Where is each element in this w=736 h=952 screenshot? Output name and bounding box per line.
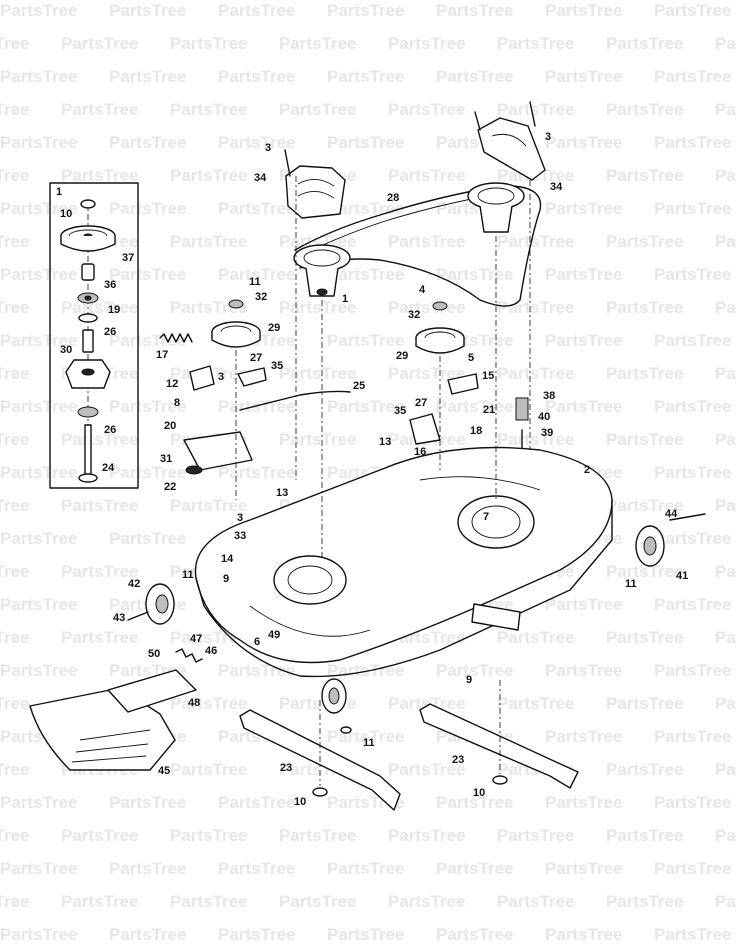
blade-right [419, 703, 579, 789]
callout-label: 37 [122, 252, 135, 264]
callout-label: 17 [156, 349, 169, 361]
callout-label: 31 [160, 453, 173, 465]
callout-label: 5 [468, 352, 475, 364]
callout-label: 35 [394, 405, 407, 417]
callout-label: 36 [104, 279, 117, 291]
callout-label: 50 [148, 648, 161, 660]
discharge-chute [29, 648, 203, 771]
callout-label: 35 [271, 360, 284, 372]
callout-label: 48 [188, 697, 201, 709]
callout-label: 11 [182, 569, 194, 581]
callout-label: 3 [218, 371, 225, 383]
callout-label: 45 [158, 765, 171, 777]
callout-label: 18 [470, 425, 483, 437]
callout-label: 10 [294, 796, 307, 808]
callout-label: 3 [237, 512, 244, 524]
callout-label: 38 [543, 390, 556, 402]
callout-label: 15 [482, 370, 495, 382]
front-wheel-left [145, 583, 175, 625]
callout-label: 16 [414, 446, 427, 458]
callout-label: 13 [379, 436, 392, 448]
callout-label: 26 [104, 326, 117, 338]
callout-label: 22 [164, 481, 177, 493]
callout-label: 1 [342, 293, 349, 305]
callout-label: 10 [60, 208, 73, 220]
idler-pulley-right [415, 301, 465, 354]
callout-label: 19 [108, 304, 121, 316]
pulley-right [467, 182, 525, 233]
callout-label: 12 [166, 378, 179, 390]
callout-label: 8 [174, 397, 181, 409]
callout-label: 28 [387, 192, 400, 204]
callout-label: 3 [265, 142, 272, 154]
callout-label: 27 [415, 397, 428, 409]
callout-label: 39 [541, 427, 554, 439]
callout-label: 42 [128, 578, 141, 590]
mower-deck [194, 446, 613, 678]
callout-label: 30 [60, 344, 73, 356]
callout-label: 2 [584, 464, 591, 476]
callout-label: 10 [473, 787, 486, 799]
callout-label: 11 [625, 578, 637, 590]
callout-label: 6 [254, 636, 261, 648]
belt-cover-left [284, 149, 346, 219]
callout-label: 33 [234, 530, 247, 542]
belt-cover-right [474, 101, 546, 181]
front-wheel-right [635, 525, 665, 567]
callout-label: 32 [255, 291, 268, 303]
callout-label: 26 [104, 424, 117, 436]
callout-label: 29 [396, 350, 409, 362]
callout-label: 7 [483, 511, 490, 523]
callout-label: 27 [250, 352, 263, 364]
callout-label: 41 [676, 570, 689, 582]
callout-label: 1 [56, 186, 63, 198]
callout-label: 34 [254, 172, 267, 184]
callout-label: 25 [353, 380, 366, 392]
callout-label: 46 [205, 645, 218, 657]
callout-label: 9 [466, 674, 473, 686]
callout-label: 21 [483, 404, 496, 416]
callout-label: 34 [550, 181, 563, 193]
callout-label: 23 [280, 762, 293, 774]
callout-label: 43 [113, 612, 126, 624]
idler-spring [159, 333, 193, 343]
callout-label: 3 [545, 131, 552, 143]
callout-label: 24 [102, 462, 115, 474]
callout-label: 44 [665, 508, 678, 520]
callout-label: 49 [268, 629, 281, 641]
rear-wheel [321, 678, 347, 714]
idler-pulley-left [211, 299, 261, 348]
pulley-left [293, 244, 351, 297]
drive-belt [294, 185, 542, 307]
callout-label: 29 [268, 322, 281, 334]
callout-label: 20 [164, 420, 177, 432]
spindle-exploded-view [49, 182, 139, 489]
callout-label: 4 [419, 284, 426, 296]
callout-label: 23 [452, 754, 465, 766]
callout-label: 9 [223, 573, 230, 585]
callout-label: 32 [408, 309, 421, 321]
callout-label: 11 [249, 276, 261, 288]
callout-label: 40 [538, 411, 551, 423]
callout-label: 13 [276, 487, 289, 499]
callout-label: 11 [363, 737, 375, 749]
callout-label: 14 [221, 553, 234, 565]
callout-label: 47 [190, 633, 203, 645]
